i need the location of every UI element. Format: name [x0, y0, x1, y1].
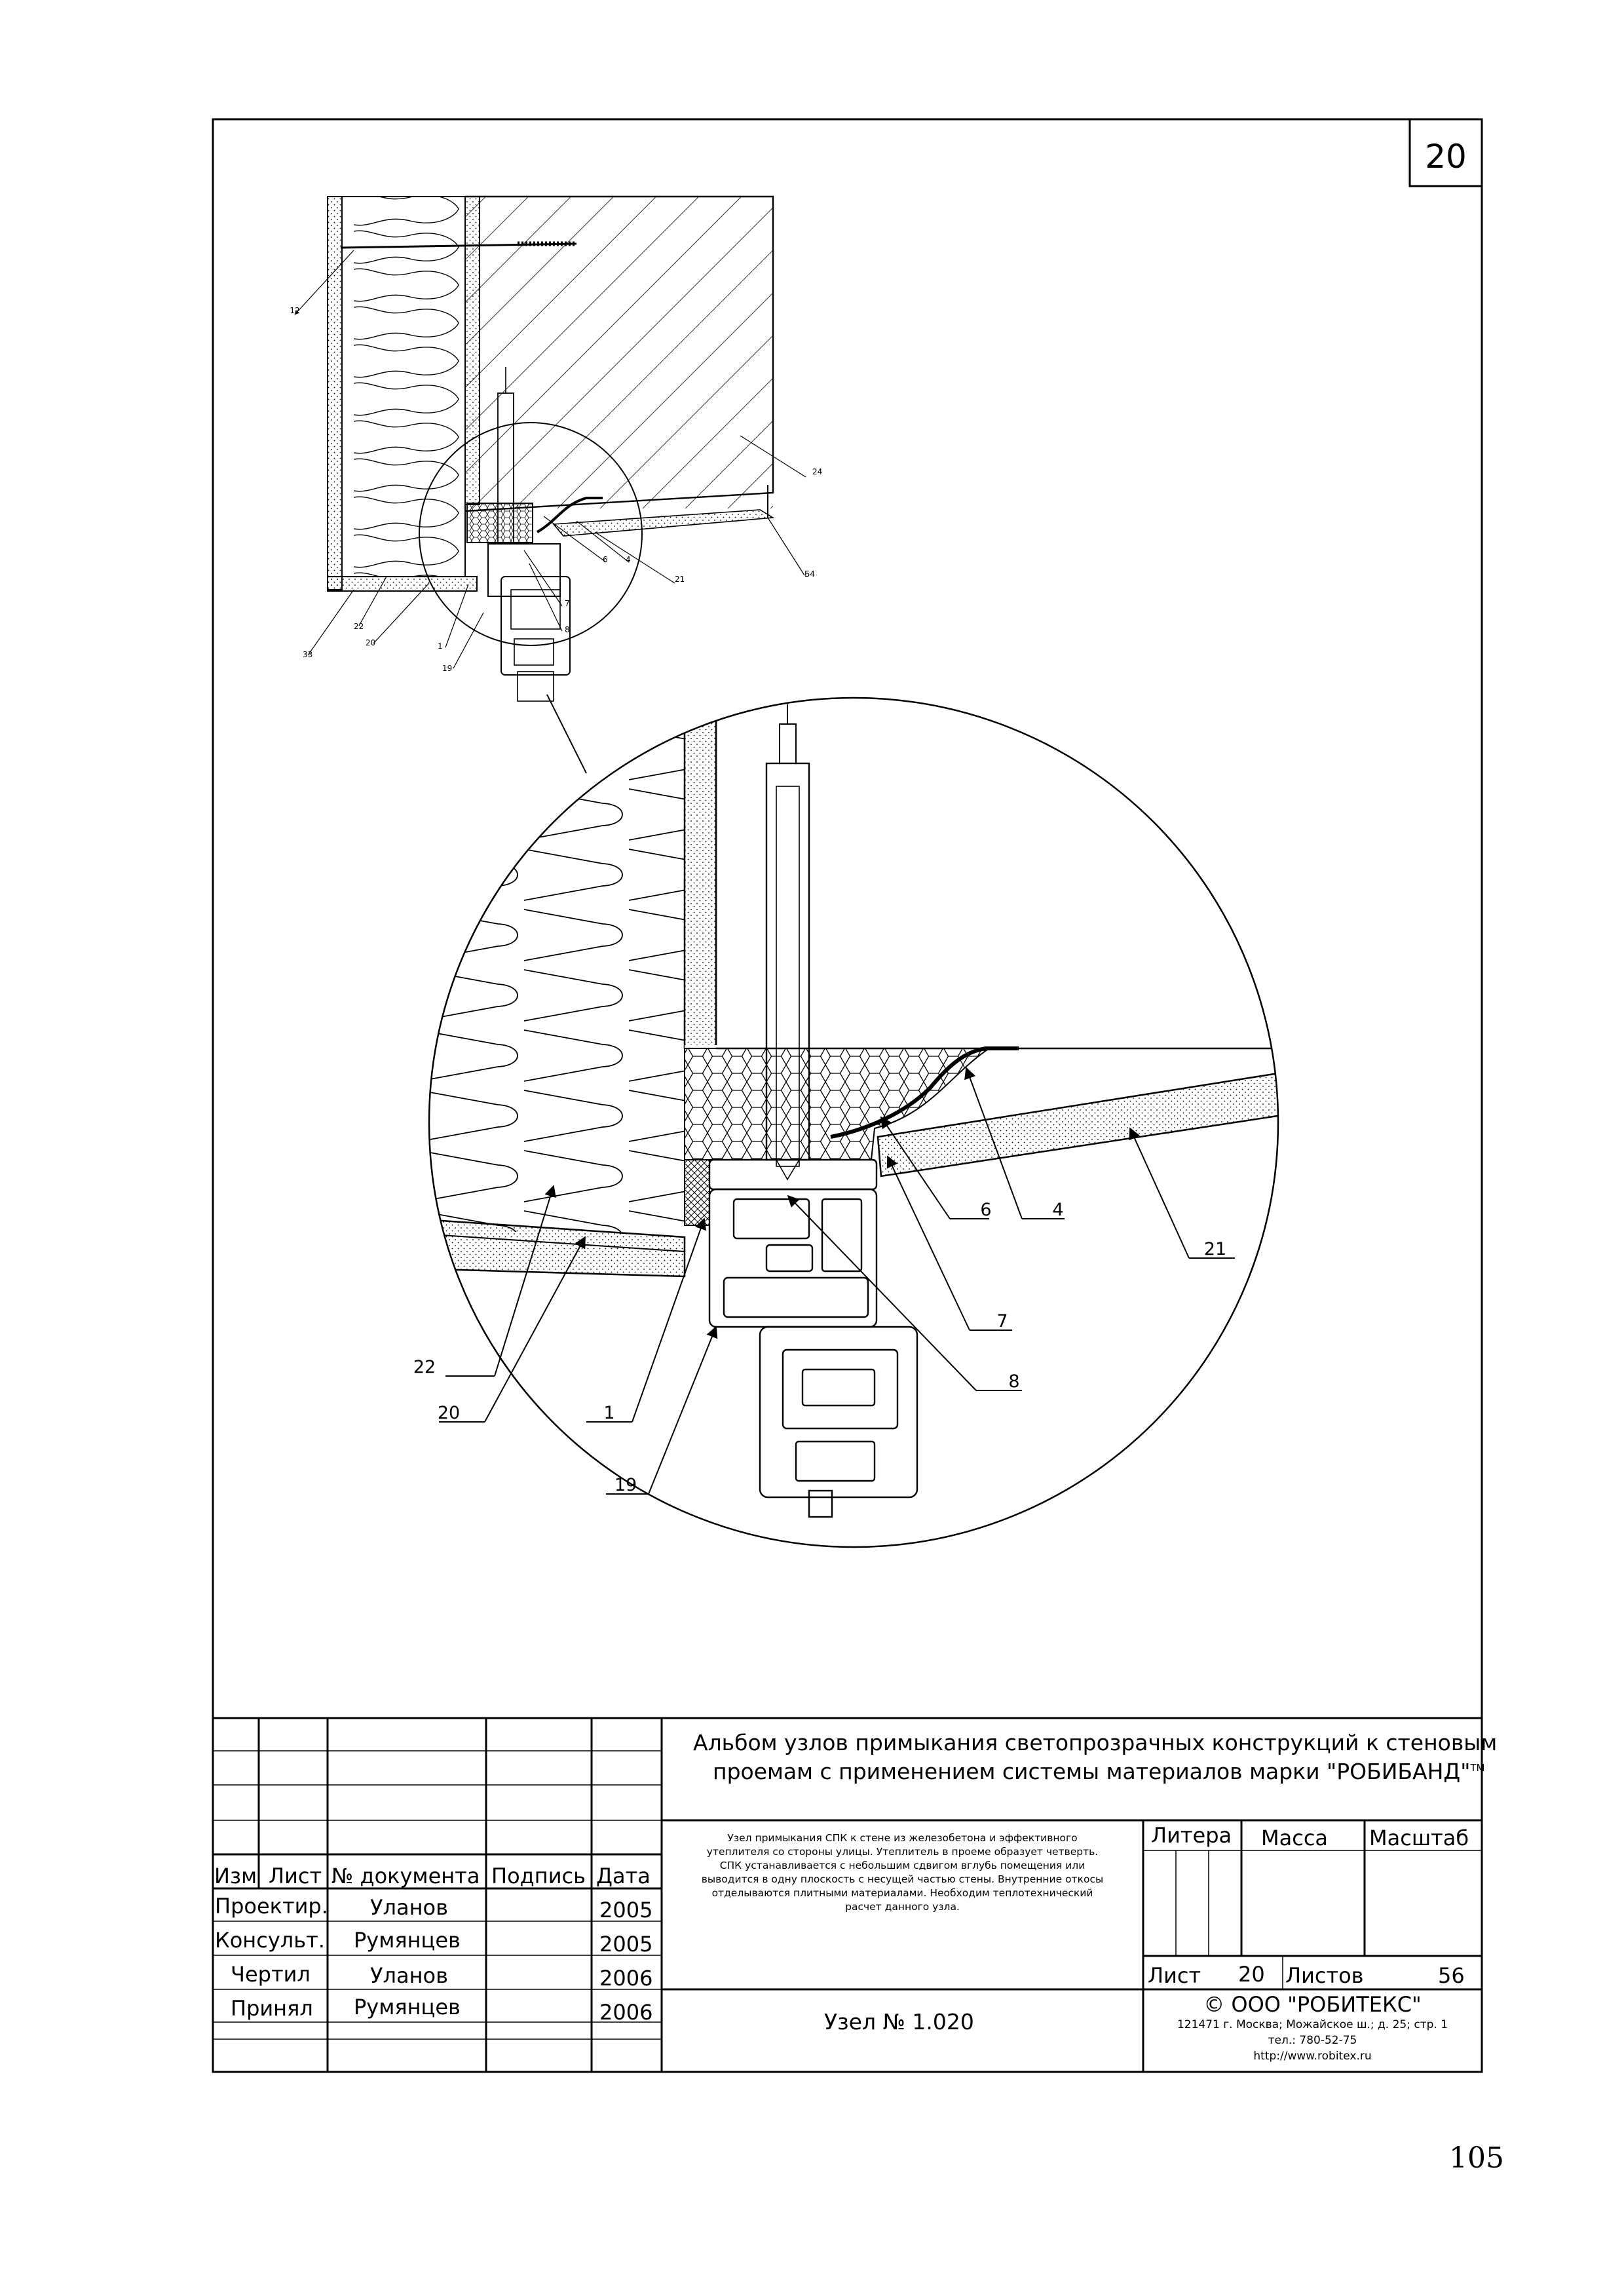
sheets-label: Листов: [1285, 1963, 1364, 1988]
sheets-value: 56: [1438, 1963, 1465, 1988]
detail-label-22: 22: [413, 1357, 436, 1377]
header-list: Лист: [269, 1864, 322, 1888]
sheet-value: 20: [1238, 1962, 1265, 1987]
description-line-1: Узел примыкания СПК к стене из железобет…: [727, 1832, 1078, 1844]
row-3-year: 2006: [599, 1966, 653, 1991]
row-4-name: Румянцев: [354, 1995, 461, 2019]
row-2-role: Консульт.: [215, 1928, 325, 1953]
detail-label-4: 4: [1052, 1200, 1063, 1220]
detail-label-1: 1: [603, 1403, 614, 1423]
scale-label: Масштаб: [1369, 1826, 1469, 1850]
detail-label-6: 6: [980, 1200, 991, 1220]
header-date: Дата: [596, 1864, 651, 1888]
overview-label-8: 8: [565, 625, 570, 634]
sheet-frame: [212, 118, 1483, 2073]
description-line-6: расчет данного узла.: [845, 1901, 960, 1913]
header-sign: Подпись: [491, 1864, 586, 1888]
description-block: Узел примыкания СПК к стене из железобет…: [662, 1831, 1143, 1914]
detail-drawing: 22 20 1 19 6 4 21 7 8: [413, 697, 1279, 1548]
description-line-5: отделываются плитными материалами. Необх…: [711, 1887, 1093, 1899]
description-line-3: СПК устанавливается с небольшим сдвигом …: [719, 1860, 1086, 1871]
overview-label-20: 20: [366, 638, 375, 647]
detail-label-19: 19: [614, 1475, 637, 1495]
overview-label-b4: Б4: [804, 569, 815, 579]
header-izm: Изм: [214, 1864, 257, 1888]
node-label: Узел № 1.020: [824, 2009, 974, 2035]
company-block: © ООО "РОБИТЕКС" 121471 г. Москва; Можай…: [1143, 1992, 1482, 2064]
description-line-4: выводится в одну плоскость с несущей час…: [701, 1873, 1104, 1885]
zoom-leader: [546, 694, 587, 774]
trademark: TM: [1470, 1762, 1485, 1774]
overview-label-33: 33: [303, 650, 312, 659]
overview-label-24: 24: [812, 467, 822, 476]
detail-label-21: 21: [1204, 1239, 1226, 1259]
row-1-name: Уланов: [370, 1895, 448, 1920]
detail-label-7: 7: [996, 1311, 1008, 1331]
row-4-role: Принял: [231, 1996, 313, 2021]
overview-label-4: 4: [626, 555, 631, 564]
litera-label: Литера: [1151, 1823, 1232, 1848]
row-2-year: 2005: [599, 1932, 653, 1957]
title-block-grid: [213, 1717, 1482, 2072]
header-doc: № документа: [331, 1864, 480, 1888]
album-title-line-1: Альбом узлов примыкания светопрозрачных …: [693, 1730, 1498, 1755]
sheet-label: Лист: [1148, 1963, 1201, 1988]
overview-label-21: 21: [675, 575, 685, 584]
overview-label-12: 12: [290, 306, 299, 315]
row-3-role: Чертил: [231, 1962, 311, 1987]
detail-label-8: 8: [1008, 1371, 1019, 1392]
page-number: 105: [1449, 2141, 1504, 2175]
description-line-2: утеплителя со стороны улицы. Утеплитель …: [706, 1846, 1099, 1858]
overview-label-22: 22: [354, 622, 364, 631]
row-2-name: Румянцев: [354, 1928, 461, 1953]
album-title-line-2: проемам с применением системы материалов…: [713, 1759, 1485, 1784]
row-1-year: 2005: [599, 1898, 653, 1923]
row-1-role: Проектир.: [215, 1894, 328, 1919]
company-name: © ООО "РОБИТЕКС": [1203, 1992, 1422, 2017]
company-address: 121471 г. Москва; Можайское ш.; д. 25; с…: [1177, 2018, 1448, 2031]
company-website: http://www.robitex.ru: [1253, 2050, 1372, 2063]
overview-label-7: 7: [565, 599, 570, 608]
overview-drawing: 12 24 6 4 21 Б4 7 8 22 20 1 19 33: [290, 195, 822, 702]
detail-label-20: 20: [438, 1403, 460, 1423]
overview-label-19: 19: [442, 664, 452, 673]
album-title-line-2-text: проемам с применением системы материалов…: [713, 1759, 1471, 1784]
sheet-badge: 20: [1408, 118, 1483, 187]
massa-label: Масса: [1261, 1826, 1329, 1850]
sheet-badge-number: 20: [1425, 138, 1467, 176]
overview-label-1: 1: [438, 641, 443, 651]
company-phone: тел.: 780-52-75: [1268, 2034, 1357, 2047]
overview-label-6: 6: [603, 555, 608, 564]
row-3-name: Уланов: [370, 1963, 448, 1988]
row-4-year: 2006: [599, 2000, 653, 2025]
